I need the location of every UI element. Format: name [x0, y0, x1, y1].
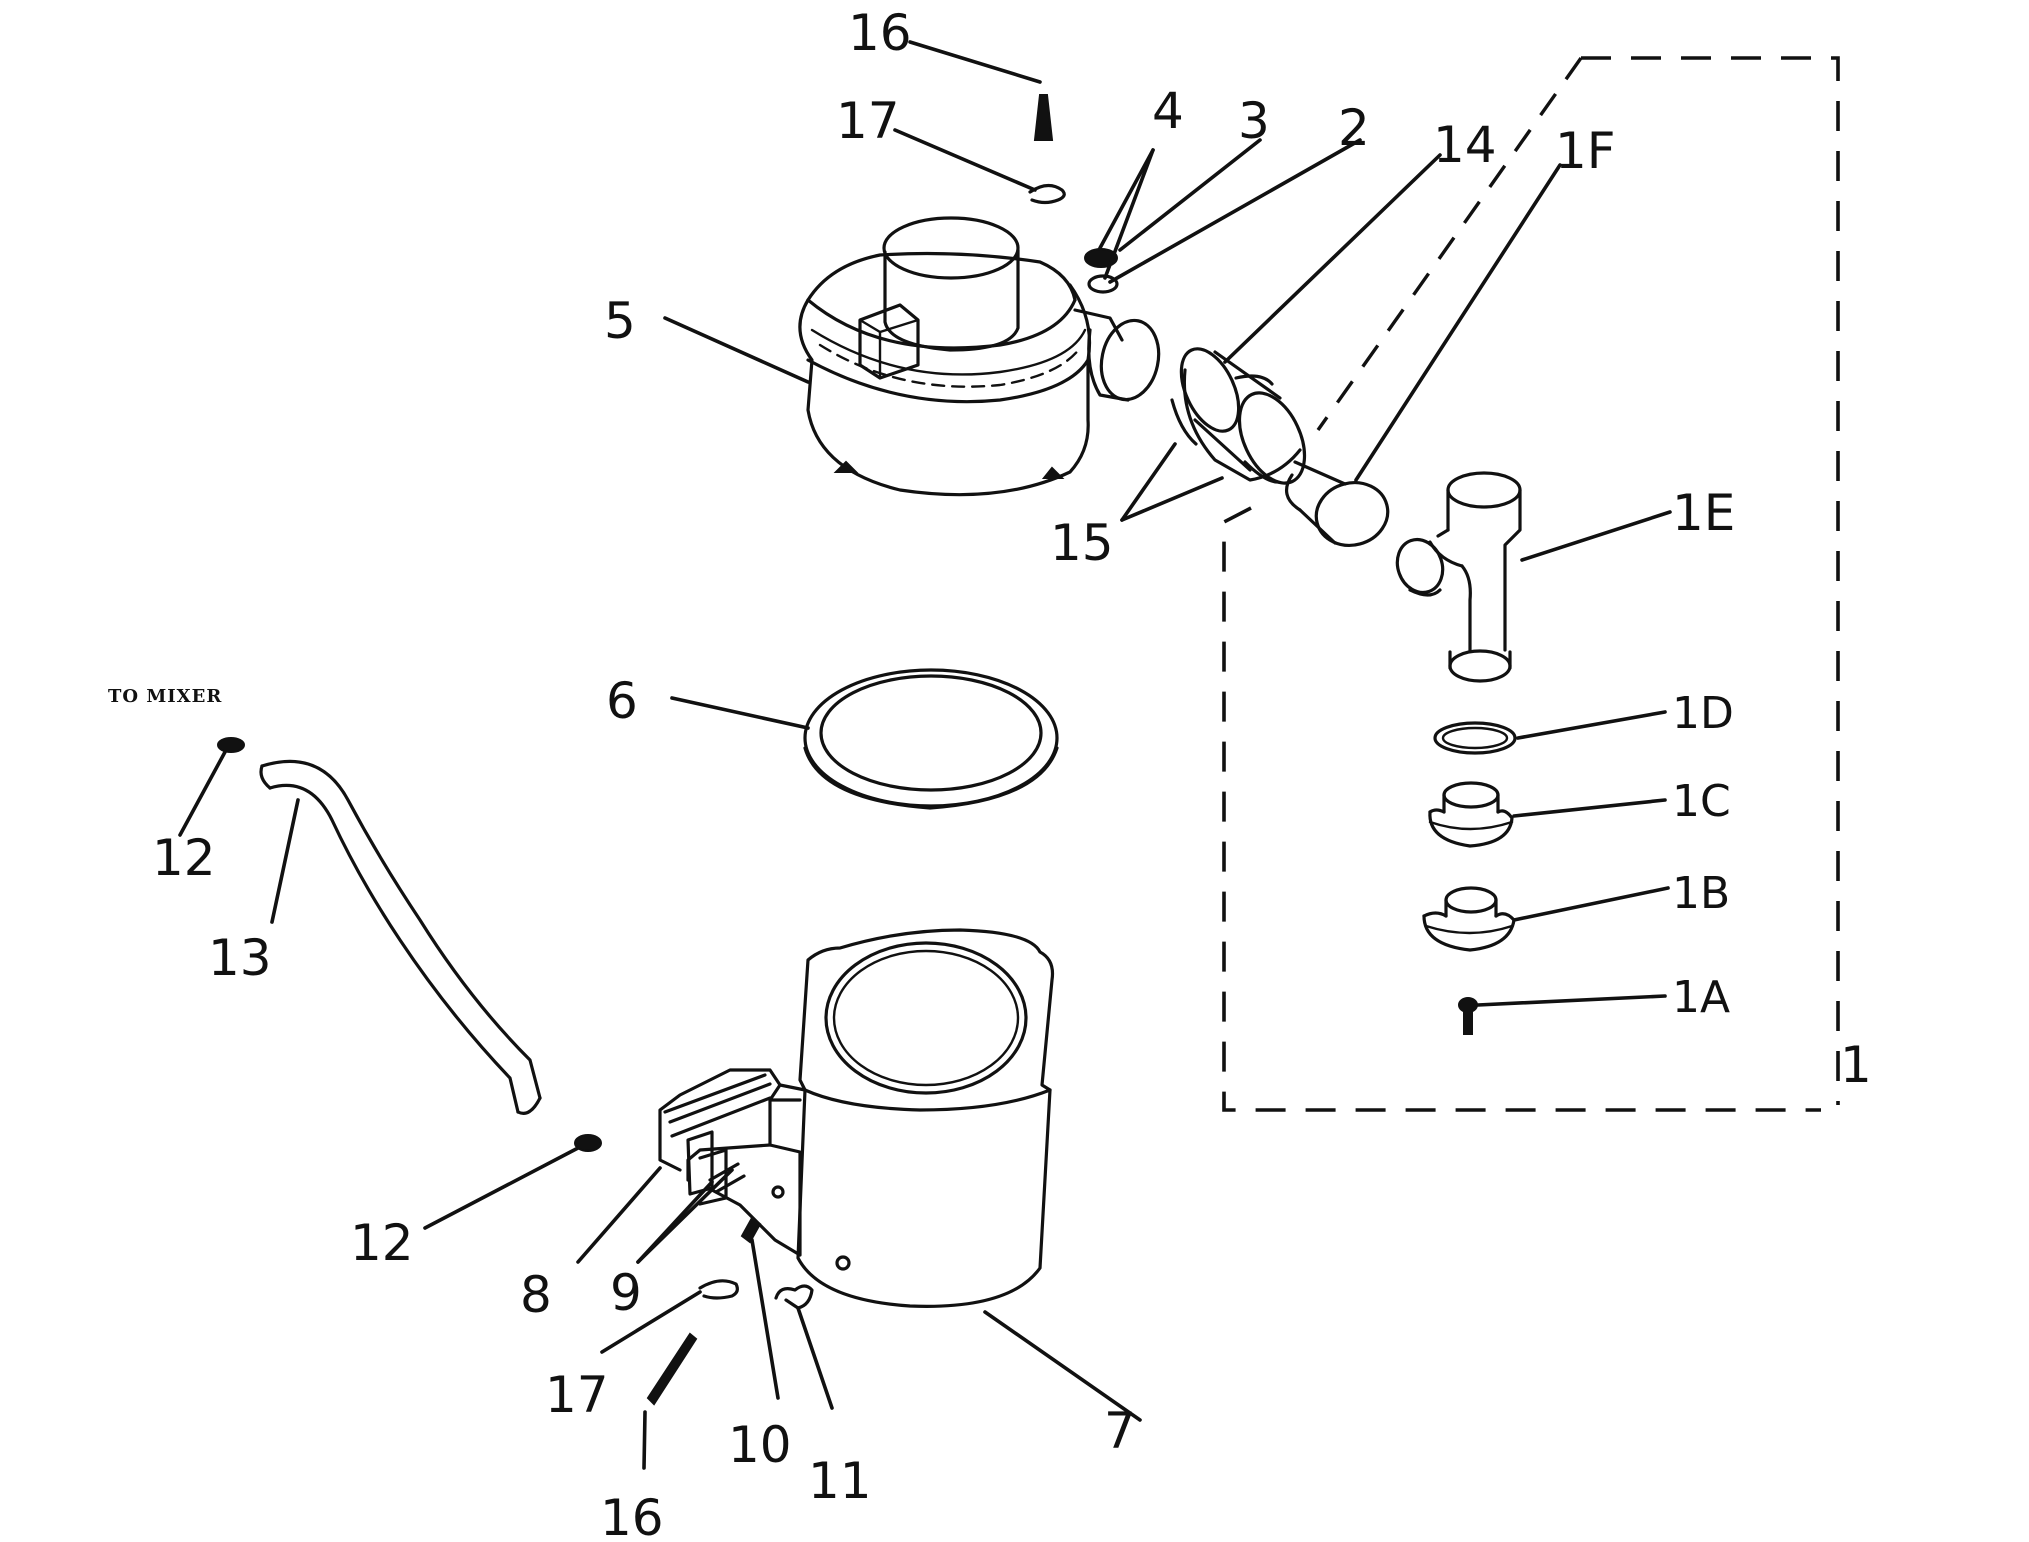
screw-1a: [1458, 997, 1478, 1035]
callout-1e: 1E: [1672, 484, 1735, 542]
callout-11: 11: [808, 1452, 872, 1510]
callout-1d: 1D: [1672, 688, 1734, 739]
sub-assembly-1-boundary: [1222, 56, 1840, 1112]
callout-16-top: 16: [848, 4, 912, 62]
grommet-12-bottom: [574, 1134, 602, 1152]
callout-5: 5: [604, 292, 636, 350]
callout-1a: 1A: [1672, 972, 1730, 1023]
callout-17-bottom: 17: [545, 1366, 609, 1424]
callout-1b: 1B: [1672, 868, 1730, 919]
motor-blower-housing: [798, 216, 1161, 497]
callout-2: 2: [1338, 99, 1370, 157]
canister-7: [658, 928, 1055, 1308]
coupler-1f: [1284, 460, 1390, 547]
callout-16-bottom: 16: [600, 1489, 664, 1542]
callout-15: 15: [1050, 514, 1114, 572]
callout-12-bottom: 12: [350, 1214, 414, 1272]
to-mixer-note: TO MIXER: [108, 686, 222, 707]
tube-13: [259, 759, 542, 1115]
leader-lines: [178, 40, 1672, 1470]
callout-17-top: 17: [836, 92, 900, 150]
callout-9: 9: [610, 1264, 642, 1322]
callout-13: 13: [208, 929, 272, 987]
callout-6: 6: [606, 672, 638, 730]
callout-8: 8: [520, 1266, 552, 1324]
callout-14: 14: [1433, 116, 1497, 174]
cotter-17-top: [1028, 183, 1066, 205]
screw-9: [708, 1162, 746, 1194]
cap-1b: [1422, 886, 1516, 952]
cap-1c: [1428, 781, 1514, 848]
hose-coupling-14: [1170, 347, 1307, 485]
pin-16-top: [1033, 94, 1054, 141]
o-ring-1d: [1433, 721, 1517, 755]
callout-10: 10: [728, 1416, 792, 1474]
callout-1: 1: [1840, 1036, 1872, 1094]
gasket-ring-6: [803, 668, 1059, 810]
callout-1c: 1C: [1672, 776, 1731, 827]
callout-12-top: 12: [152, 829, 216, 887]
callout-7: 7: [1104, 1402, 1136, 1460]
callout-3: 3: [1238, 92, 1270, 150]
grommet-12-top: [217, 737, 245, 753]
clip-10: [740, 1216, 762, 1244]
tee-fitting-1e: [1395, 471, 1522, 683]
cotter-17-bottom: [698, 1279, 739, 1300]
callout-4: 4: [1152, 82, 1184, 140]
clip-11: [774, 1284, 814, 1310]
callout-1f: 1F: [1555, 122, 1616, 180]
pin-16-bottom: [646, 1332, 698, 1406]
